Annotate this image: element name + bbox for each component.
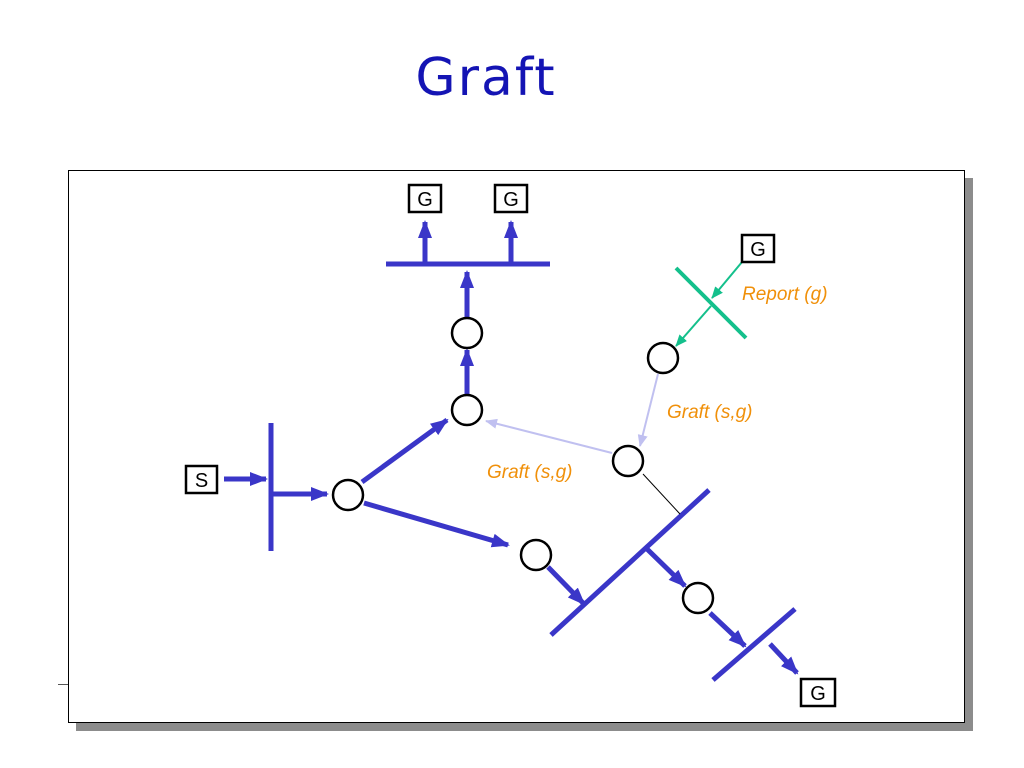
arrow-router-to-small-lan bbox=[708, 611, 747, 648]
page-title: Graft bbox=[415, 48, 557, 108]
group-member-box: G bbox=[740, 233, 776, 264]
router-node bbox=[331, 478, 365, 512]
report-branch bbox=[674, 266, 748, 340]
graft-router-link bbox=[642, 473, 681, 515]
graft-annotation-upper: Graft (s,g) bbox=[667, 402, 753, 423]
router-node bbox=[646, 341, 680, 375]
small-diagonal-lan-bar bbox=[711, 607, 797, 682]
group-member-box: G bbox=[799, 677, 837, 708]
router-node bbox=[450, 316, 484, 350]
source-label: S bbox=[195, 470, 208, 492]
report-annotation: Report (g) bbox=[742, 284, 828, 305]
arrow-lan-to-router-lower bbox=[644, 546, 687, 588]
diagonal-lan-bar bbox=[549, 488, 711, 637]
group-member-label: G bbox=[810, 683, 826, 705]
report-arrow bbox=[711, 261, 743, 299]
router-node bbox=[611, 444, 645, 478]
group-member-label: G bbox=[503, 189, 519, 211]
multicast-tree bbox=[224, 220, 799, 682]
group-member-box: G bbox=[407, 183, 443, 214]
arrow-upper-branch bbox=[360, 417, 449, 485]
group-member-label: G bbox=[750, 239, 766, 261]
arrow-to-diag-lan bbox=[546, 565, 586, 606]
group-member-label: G bbox=[417, 189, 433, 211]
router-node bbox=[519, 538, 553, 572]
source-box: S bbox=[184, 464, 219, 495]
arrow-to-g4 bbox=[768, 642, 799, 675]
group-member-box: G bbox=[493, 183, 529, 214]
graft-annotation-lower: Graft (s,g) bbox=[487, 462, 573, 483]
edge-stub bbox=[58, 684, 68, 685]
router-node bbox=[450, 393, 484, 427]
arrow-lower-branch bbox=[363, 500, 510, 548]
report-lan-bar bbox=[674, 266, 748, 340]
graft-arrow-down bbox=[637, 373, 659, 447]
graft-arrow-left bbox=[485, 418, 613, 454]
report-to-router-arrow bbox=[675, 305, 712, 347]
router-node bbox=[681, 581, 715, 615]
graft-messages bbox=[485, 373, 659, 454]
